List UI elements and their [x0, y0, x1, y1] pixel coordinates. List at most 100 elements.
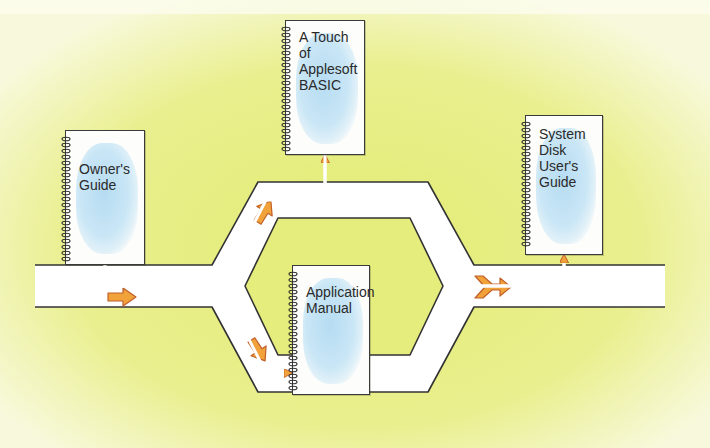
- spiral-loop: [522, 158, 530, 162]
- spiral-loop: [62, 173, 70, 177]
- spiral-loop: [282, 93, 290, 97]
- spiral-loop: [282, 147, 290, 151]
- spiral-loop: [522, 212, 530, 216]
- spiral-loop: [522, 146, 530, 150]
- spiral-loop: [62, 251, 70, 255]
- spiral-loop: [62, 149, 70, 153]
- spiral-loop: [289, 386, 297, 390]
- spiral-loop: [282, 57, 290, 61]
- spiral-loop: [522, 164, 530, 168]
- spiral-loop: [282, 27, 290, 31]
- spiral-loop: [62, 179, 70, 183]
- spiral-loop: [289, 374, 297, 378]
- spiral-loop: [282, 51, 290, 55]
- spiral-loop: [62, 215, 70, 219]
- spiral-binding: [281, 25, 293, 150]
- spiral-loop: [522, 182, 530, 186]
- spiral-loop: [522, 218, 530, 222]
- spiral-loop: [522, 128, 530, 132]
- spiral-loop: [522, 170, 530, 174]
- direction-arrow: [108, 288, 136, 306]
- spiral-loop: [62, 209, 70, 213]
- spiral-manual: System Disk User's Guide: [525, 115, 603, 255]
- spiral-loop: [289, 344, 297, 348]
- spiral-loop: [522, 236, 530, 240]
- spiral-loop: [62, 185, 70, 189]
- spiral-loop: [62, 167, 70, 171]
- spiral-loop: [522, 194, 530, 198]
- spiral-loop: [282, 81, 290, 85]
- spiral-loop: [62, 239, 70, 243]
- spiral-loop: [62, 245, 70, 249]
- spiral-loop: [62, 227, 70, 231]
- spiral-loop: [62, 233, 70, 237]
- spiral-loop: [289, 326, 297, 330]
- spiral-loop: [522, 140, 530, 144]
- spiral-loop: [522, 152, 530, 156]
- spiral-loop: [289, 332, 297, 336]
- spiral-loop: [282, 111, 290, 115]
- spiral-loop: [522, 224, 530, 228]
- spiral-loop: [282, 75, 290, 79]
- spiral-loop: [62, 137, 70, 141]
- manual-title: Application Manual: [293, 284, 357, 316]
- spiral-loop: [62, 197, 70, 201]
- spiral-loop: [289, 308, 297, 312]
- spiral-loop: [522, 134, 530, 138]
- spiral-loop: [282, 129, 290, 133]
- spiral-loop: [289, 284, 297, 288]
- spiral-loop: [522, 176, 530, 180]
- spiral-loop: [289, 350, 297, 354]
- spiral-loop: [522, 188, 530, 192]
- spiral-manual: Owner's Guide: [65, 130, 145, 265]
- spiral-loop: [282, 45, 290, 49]
- spiral-loop: [289, 380, 297, 384]
- spiral-loop: [522, 200, 530, 204]
- spiral-loop: [62, 191, 70, 195]
- spiral-loop: [522, 206, 530, 210]
- paper-edge: [0, 0, 710, 14]
- spiral-binding: [61, 135, 73, 260]
- spiral-binding: [521, 120, 533, 250]
- road-surface: [202, 182, 484, 392]
- spiral-loop: [282, 33, 290, 37]
- watercolor-wash: [76, 143, 138, 254]
- spiral-loop: [282, 135, 290, 139]
- spiral-loop: [289, 320, 297, 324]
- spiral-manual: Application Manual: [292, 265, 370, 395]
- spiral-loop: [62, 161, 70, 165]
- spiral-loop: [289, 362, 297, 366]
- spiral-loop: [522, 122, 530, 126]
- spiral-loop: [282, 99, 290, 103]
- spiral-manual: A Touch of Applesoft BASIC: [285, 20, 365, 155]
- spiral-loop: [289, 302, 297, 306]
- manual-title: A Touch of Applesoft BASIC: [286, 29, 352, 93]
- spiral-loop: [282, 39, 290, 43]
- spiral-loop: [282, 123, 290, 127]
- spiral-loop: [62, 257, 70, 261]
- spiral-loop: [282, 141, 290, 145]
- reading-path: [370, 255, 564, 373]
- spiral-loop: [289, 290, 297, 294]
- spiral-loop: [282, 87, 290, 91]
- spiral-loop: [289, 338, 297, 342]
- spiral-loop: [522, 230, 530, 234]
- spiral-loop: [289, 314, 297, 318]
- manual-title: System Disk User's Guide: [526, 126, 590, 190]
- spiral-loop: [282, 63, 290, 67]
- spiral-loop: [289, 278, 297, 282]
- spiral-loop: [289, 356, 297, 360]
- spiral-loop: [282, 105, 290, 109]
- spiral-loop: [62, 155, 70, 159]
- manual-title: Owner's Guide: [66, 161, 132, 193]
- spiral-loop: [522, 242, 530, 246]
- spiral-binding: [288, 270, 300, 390]
- spiral-loop: [282, 117, 290, 121]
- spiral-loop: [289, 368, 297, 372]
- reading-path: [105, 265, 292, 373]
- spiral-loop: [289, 296, 297, 300]
- spiral-loop: [282, 69, 290, 73]
- spiral-loop: [62, 221, 70, 225]
